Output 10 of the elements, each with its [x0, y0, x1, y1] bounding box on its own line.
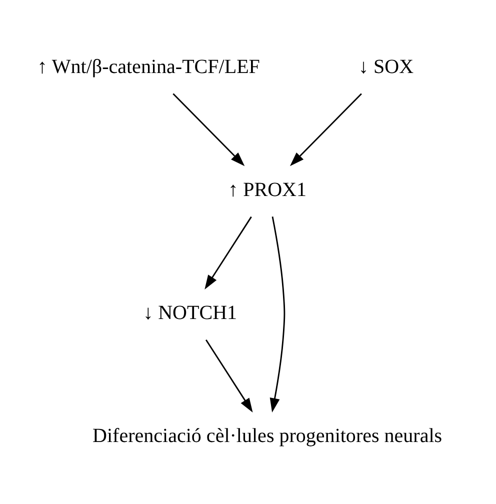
arrow	[172, 93, 245, 166]
arrow	[204, 216, 252, 290]
arrow	[205, 339, 253, 412]
node-text: ↓ NOTCH1	[143, 302, 238, 324]
node-text: ↓ SOX	[358, 56, 414, 78]
node-text: Diferenciació cèl·lules progenitores neurals	[92, 424, 442, 447]
arrow	[290, 93, 362, 166]
node-text: ↑ PROX1	[228, 178, 307, 201]
node-text: ↑ Wnt/β-catenina-TCF/LEF	[37, 56, 260, 78]
arrow	[270, 216, 286, 413]
